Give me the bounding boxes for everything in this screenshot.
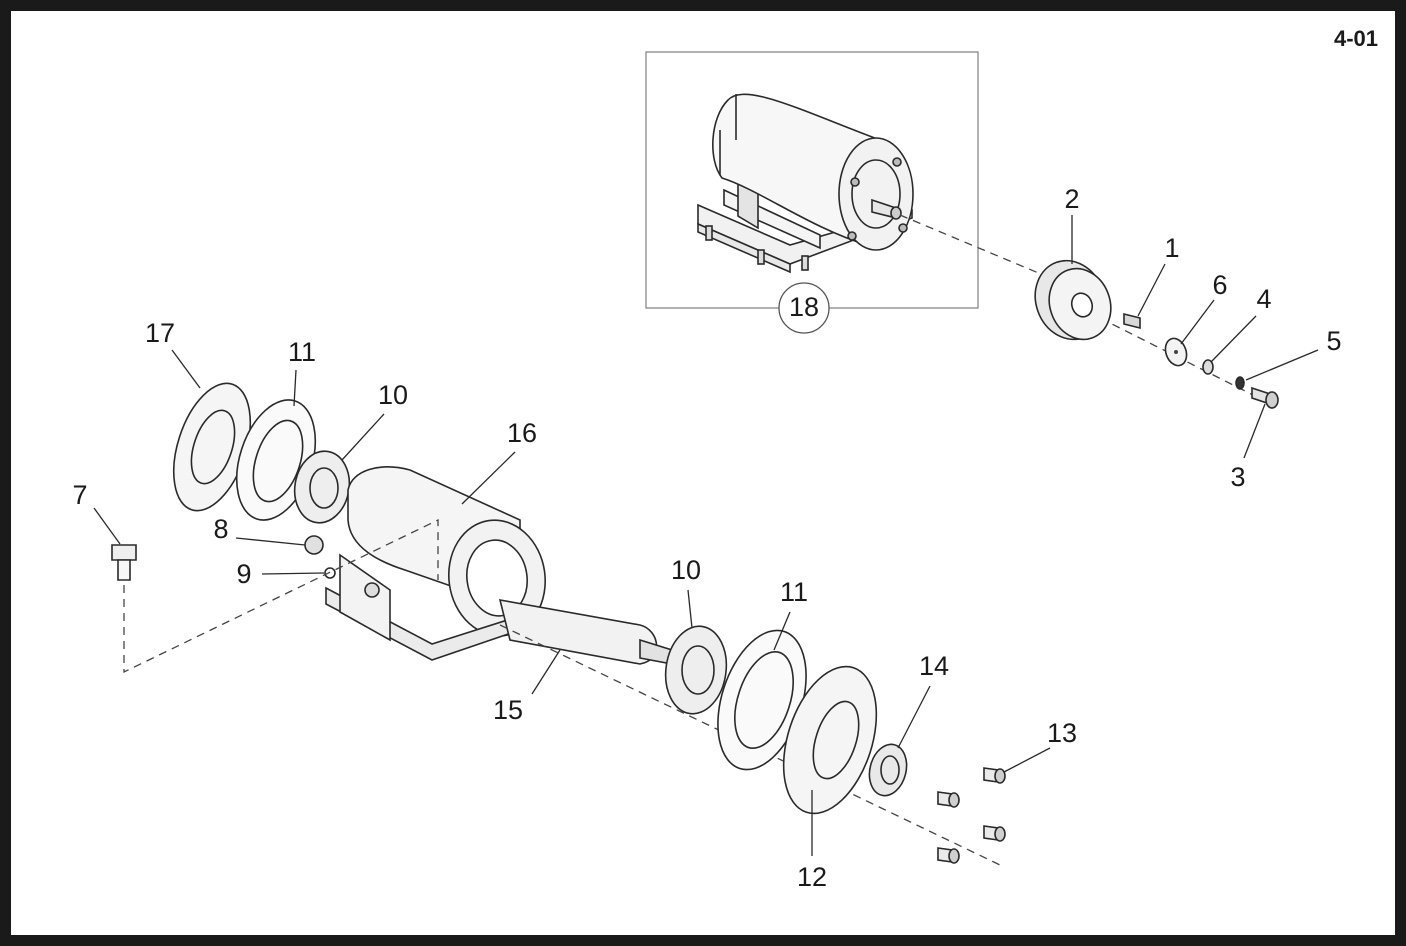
pulley-parts	[899, 214, 1279, 409]
callout-9-label: 9	[236, 559, 251, 589]
callout-1-label-2: 2	[1064, 184, 1079, 214]
callout-13-label: 13	[1047, 718, 1077, 748]
lock-washer	[1202, 359, 1214, 375]
bolt-7	[111, 544, 137, 561]
end-cover-12	[782, 665, 878, 815]
callout-4-label: 4	[1256, 284, 1271, 314]
seal-14	[868, 743, 908, 797]
pump-shaft	[498, 598, 658, 665]
callout-18-label: 18	[789, 292, 819, 322]
callout-16-label: 16	[507, 418, 537, 448]
plug-8	[304, 535, 324, 555]
cover-bolts-13	[937, 767, 1006, 864]
callout-5-label: 5	[1326, 326, 1341, 356]
motor-body	[712, 93, 881, 248]
callout-7-label: 7	[72, 480, 87, 510]
bearing-10-right	[664, 625, 728, 715]
page-number: 4-01	[1334, 26, 1378, 51]
callout-12-label: 12	[797, 862, 827, 892]
callout-6-label: 6	[1212, 270, 1227, 300]
left-parts	[111, 382, 1006, 866]
motor-inset	[645, 51, 979, 309]
callout-10-left-label: 10	[378, 380, 408, 410]
callout-labels: 2 1 6 4 5 3 7 8 9 17 11 10 16 15 10 11 1…	[72, 184, 1341, 892]
callout-14-label: 14	[919, 651, 949, 681]
callout-18-circle	[778, 282, 830, 334]
callout-3-label: 3	[1230, 462, 1245, 492]
split-washer	[1235, 376, 1245, 390]
callout-15-label: 15	[493, 695, 523, 725]
callout-1-label: 1	[1164, 233, 1179, 263]
callout-11-left-label: 11	[288, 337, 316, 367]
callout-11-right-label: 11	[780, 577, 808, 607]
key	[1123, 312, 1141, 330]
leader-lines	[93, 215, 1319, 856]
callout-10-right-label: 10	[671, 555, 701, 585]
callout-17-label: 17	[145, 318, 175, 348]
callout-8-label: 8	[213, 514, 228, 544]
